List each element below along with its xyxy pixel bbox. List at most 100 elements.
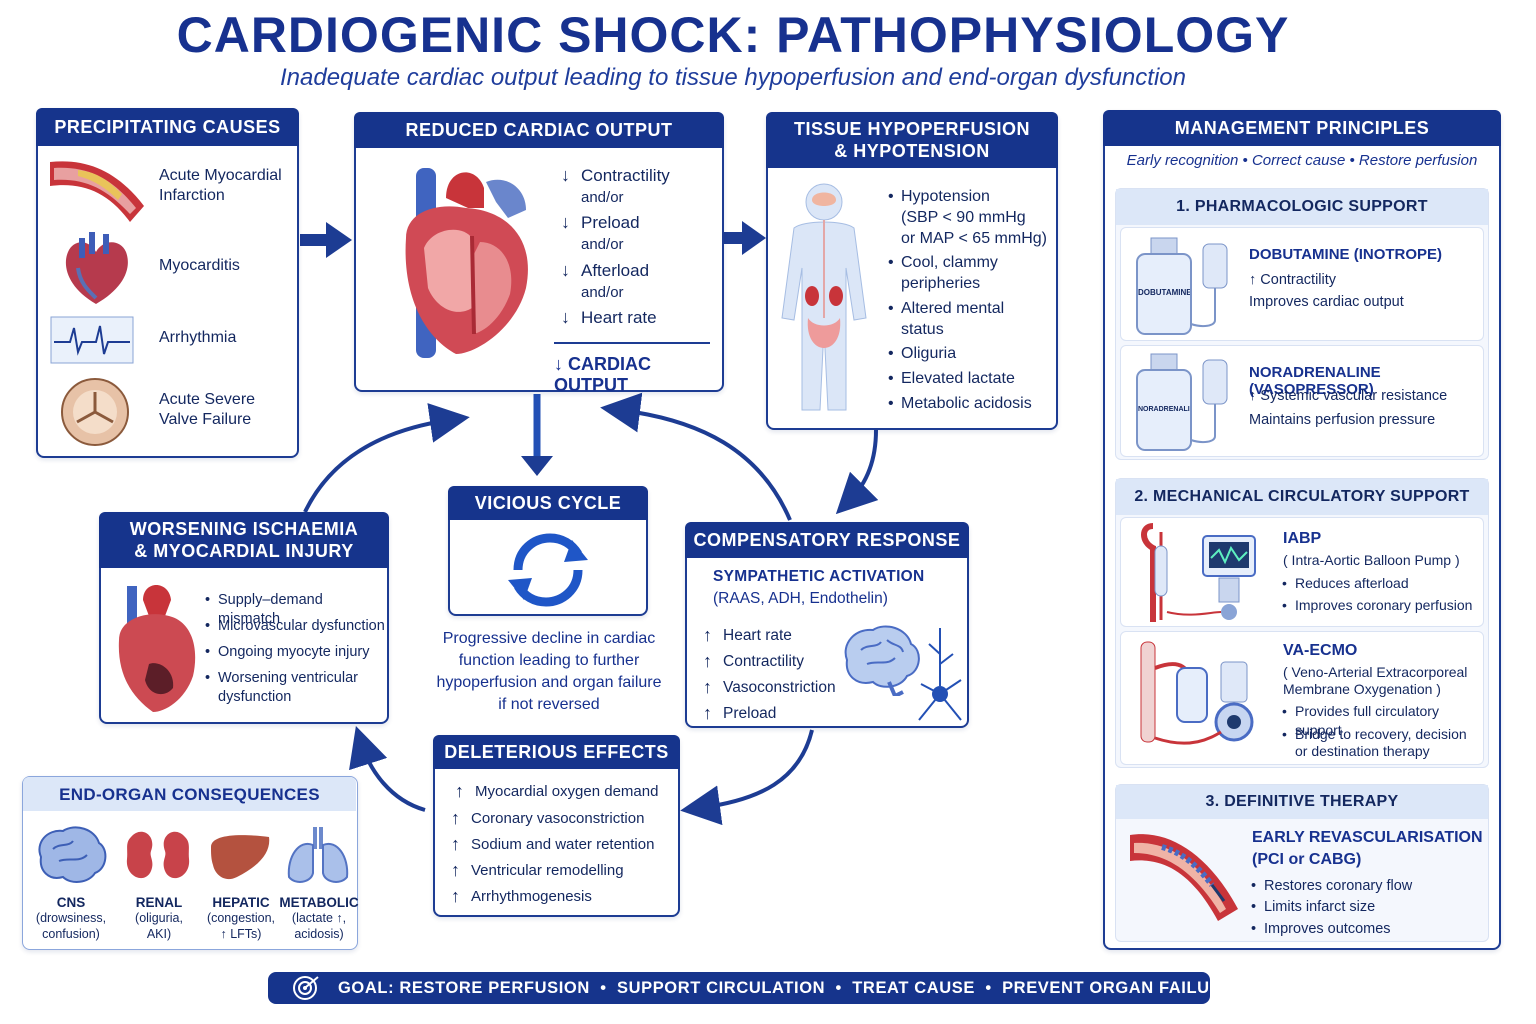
compensatory-panel: COMPENSATORY RESPONSE SYMPATHETIC ACTIVA… — [685, 522, 969, 728]
cycle-header: VICIOUS CYCLE — [448, 486, 648, 520]
revasc-bullet: Restores coronary flow — [1251, 877, 1412, 896]
management-header: MANAGEMENT PRINCIPLES — [1103, 110, 1501, 146]
drug-bottle-icon — [1136, 353, 1228, 451]
down-arrow-icon: ↓ — [561, 260, 570, 280]
definitive-header: 3. DEFINITIVE THERAPY — [1116, 785, 1488, 819]
causes-panel: PRECIPITATING CAUSES Acute Myocardial In… — [36, 108, 299, 458]
hypo-item: Metabolic acidosis — [888, 394, 1032, 413]
target-icon — [293, 976, 319, 1000]
lungs-icon — [287, 827, 349, 883]
down-arrow-icon: ↓ — [561, 165, 570, 185]
deleterious-header: DELETERIOUS EFFECTS — [433, 735, 680, 769]
organ-metabolic: METABOLIC (lactate ↑, acidosis) — [277, 895, 361, 942]
page-title: CARDIOGENIC SHOCK: PATHOPHYSIOLOGY — [176, 7, 1290, 63]
output-divider — [554, 342, 710, 344]
comp-item: ↑Heart rate — [703, 625, 792, 645]
cause-ami-label: Acute Myocardial Infarction — [159, 167, 282, 204]
arrow-hypo-to-comp — [835, 429, 879, 515]
output-item-heart-rate: ↓Heart rate — [561, 307, 657, 327]
cause-arrhythmia-label: Arrhythmia — [159, 329, 237, 346]
arrow-comp-to-output — [600, 392, 792, 521]
valve-icon — [61, 378, 129, 446]
mechanical-card: 2. MECHANICAL CIRCULATORY SUPPORT IABP (… — [1115, 478, 1489, 768]
revasc-bullet: Improves outcomes — [1251, 920, 1390, 939]
organ-renal: RENAL (oliguria, AKI) — [117, 895, 201, 942]
hypoperfusion-panel: TISSUE HYPOPERFUSION& HYPOTENSION Hypote… — [766, 112, 1058, 430]
organs-panel: END-ORGAN CONSEQUENCES CNS (drowsiness, … — [22, 776, 361, 950]
ecg-icon — [50, 316, 134, 364]
organ-name: CNS — [56, 895, 86, 910]
output-panel: REDUCED CARDIAC OUTPUT ↓Contractility an… — [354, 112, 724, 395]
iabp-name: IABP — [1283, 530, 1322, 547]
up-arrow-icon: ↑ — [451, 834, 460, 854]
deleterious-item: ↑Sodium and water retention — [451, 834, 655, 854]
deleterious-item: ↑Ventricular remodelling — [451, 860, 624, 880]
ischaemia-item: Ongoing myocyte injury — [205, 643, 369, 662]
kidneys-icon — [126, 831, 190, 879]
ischaemia-panel: WORSENING ISCHAEMIA& MYOCARDIAL INJURY S… — [99, 512, 389, 724]
output-header: REDUCED CARDIAC OUTPUT — [354, 112, 724, 148]
ecmo-icon — [1140, 641, 1254, 745]
cycle-description: Progressive decline in cardiac function … — [436, 630, 662, 713]
mechanical-header: 2. MECHANICAL CIRCULATORY SUPPORT — [1116, 479, 1488, 515]
brain-icon — [844, 625, 920, 696]
organ-desc: (oliguria, AKI) — [135, 911, 183, 941]
hypo-item: Elevated lactate — [888, 369, 1015, 388]
dobutamine-line2: Improves cardiac output — [1249, 294, 1404, 310]
causes-header: PRECIPITATING CAUSES — [36, 108, 299, 146]
body-icon — [781, 183, 867, 411]
up-arrow-icon: ↑ — [455, 781, 464, 801]
organs-header: END-ORGAN CONSEQUENCES — [23, 777, 356, 811]
dobutamine-card: DOBUTAMINE DOBUTAMINE (INOTROPE) ↑ Contr… — [1120, 227, 1484, 341]
sympathetic-title: SYMPATHETIC ACTIVATION — [713, 568, 925, 585]
hypoperfusion-header: TISSUE HYPOPERFUSION& HYPOTENSION — [766, 112, 1058, 168]
ischaemia-header: WORSENING ISCHAEMIA& MYOCARDIAL INJURY — [99, 512, 389, 568]
organ-desc: (lactate ↑, acidosis) — [291, 911, 347, 941]
iabp-bullet: Reduces afterload — [1282, 574, 1409, 593]
injured-heart-icon — [118, 585, 196, 712]
management-panel: MANAGEMENT PRINCIPLES Early recognition … — [1103, 110, 1501, 950]
output-item-afterload: ↓Afterload — [561, 260, 650, 280]
revasc-name-1: EARLY REVASCULARISATION — [1252, 829, 1483, 846]
ecmo-name: VA-ECMO — [1283, 642, 1358, 659]
deleterious-item: ↑Myocardial oxygen demand — [455, 781, 659, 801]
down-arrow-icon: ↓ — [561, 212, 570, 232]
artery-icon — [50, 161, 144, 222]
deleterious-item: ↑Coronary vasoconstriction — [451, 808, 645, 828]
organ-cns: CNS (drowsiness, confusion) — [29, 895, 113, 942]
organ-name: HEPATIC — [212, 895, 270, 910]
noradrenaline-bottle-label: NORADRENALINE — [1138, 406, 1190, 413]
andor-text: and/or — [581, 236, 624, 253]
ecmo-card: VA-ECMO ( Veno-Arterial Extracorporeal M… — [1120, 631, 1484, 765]
iabp-bullet: Improves coronary perfusion — [1282, 596, 1472, 615]
iabp-full: ( Intra-Aortic Balloon Pump ) — [1283, 552, 1460, 568]
stent-artery-icon — [1130, 834, 1238, 921]
organ-desc: (drowsiness, confusion) — [35, 911, 107, 941]
organ-desc: (congestion, ↑ LFTs) — [206, 911, 276, 941]
cause-myocarditis-label: Myocarditis — [159, 257, 240, 274]
up-arrow-icon: ↑ — [451, 886, 460, 906]
up-arrow-icon: ↑ — [703, 703, 712, 723]
dobutamine-line1: ↑ Contractility — [1249, 272, 1337, 288]
dobutamine-bottle-label: DOBUTAMINE — [1138, 288, 1190, 297]
ecmo-full-1: ( Veno-Arterial Extracorporeal — [1283, 664, 1468, 680]
organ-name: RENAL — [135, 895, 183, 910]
definitive-card: 3. DEFINITIVE THERAPY EARLY REVASCULARIS… — [1115, 784, 1489, 942]
arrow-deleterious-to-ischaemia — [349, 725, 426, 812]
liver-icon — [211, 835, 270, 880]
down-arrow-icon: ↓ — [561, 307, 570, 327]
management-tagline: Early recognition • Correct cause • Rest… — [1126, 152, 1478, 169]
up-arrow-icon: ↑ — [451, 860, 460, 880]
pharm-header: 1. PHARMACOLOGIC SUPPORT — [1116, 189, 1488, 225]
up-arrow-icon: ↑ — [703, 677, 712, 697]
revasc-name-2: (PCI or CABG) — [1252, 851, 1362, 868]
arrow-comp-to-deleterious — [680, 729, 814, 826]
output-item-contractility: ↓Contractility — [561, 165, 670, 185]
goal-bar: GOAL: RESTORE PERFUSION • SUPPORT CIRCUL… — [268, 972, 1233, 1004]
drug-bottle-icon — [1136, 237, 1228, 335]
iabp-icon — [1141, 523, 1256, 622]
pharm-card: 1. PHARMACOLOGIC SUPPORT DOBUTAMINE DOBU… — [1115, 188, 1489, 460]
comp-item: ↑Contractility — [703, 651, 804, 671]
up-arrow-icon: ↑ — [451, 808, 460, 828]
